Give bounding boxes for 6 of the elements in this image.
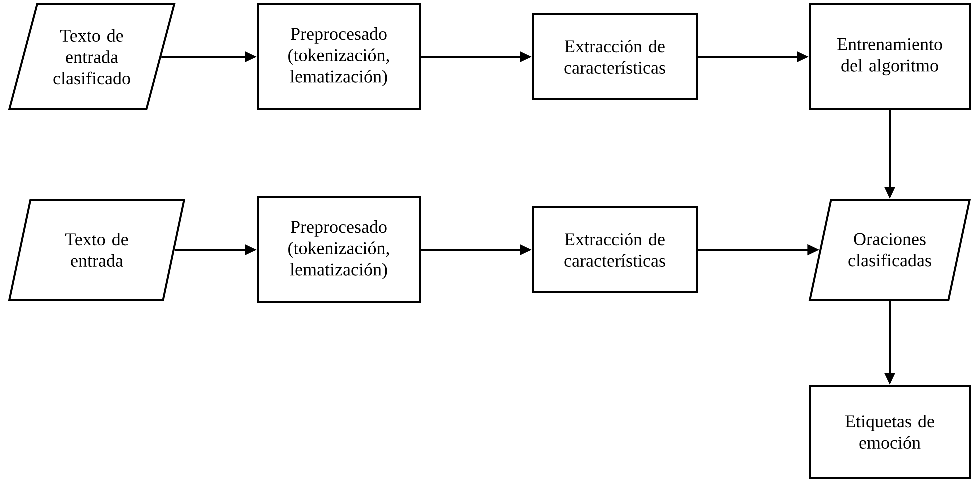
process-box: Preprocesado (tokenización, lematización): [257, 196, 421, 304]
process-box: Preprocesado (tokenización, lematización): [257, 3, 421, 111]
process-box: Extracción de características: [532, 13, 698, 101]
process-box: Entrenamiento del algoritmo: [809, 3, 971, 111]
process-box: Etiquetas de emoción: [809, 385, 971, 479]
process-box: Extracción de características: [532, 206, 698, 294]
